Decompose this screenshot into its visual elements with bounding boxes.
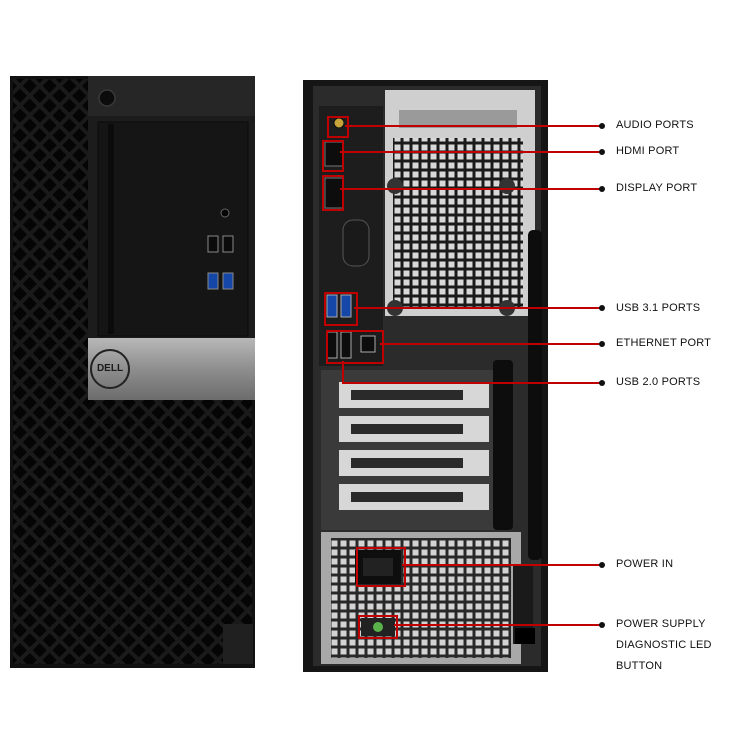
audio-callout-dot: [599, 123, 605, 129]
power-button[interactable]: [98, 89, 116, 107]
hdmi-port-label: HDMI PORT: [616, 145, 680, 157]
ethernet-port-label: ETHERNET PORT: [616, 337, 712, 349]
back-tower-image: [303, 80, 548, 672]
hdmi-port-highlight: [322, 140, 344, 172]
psu-led-callout-dot: [599, 622, 605, 628]
display-callout-line: [340, 188, 600, 190]
usb20-callout-vertical: [342, 361, 344, 383]
usb20-ports-label: USB 2.0 PORTS: [616, 376, 701, 388]
dell-logo-text: DELL: [96, 363, 124, 374]
ethernet-callout-dot: [599, 341, 605, 347]
display-port-highlight: [322, 175, 344, 211]
usb31-callout-dot: [599, 305, 605, 311]
front-audio-jack[interactable]: [220, 208, 230, 218]
power-in-callout-dot: [599, 562, 605, 568]
hdmi-callout-line: [340, 151, 600, 153]
power-in-callout-line: [402, 564, 600, 566]
usb31-callout-line: [354, 307, 600, 309]
audio-ports-highlight: [327, 116, 349, 138]
psu-led-label-line2: DIAGNOSTIC LED: [616, 639, 712, 651]
display-callout-dot: [599, 186, 605, 192]
psu-led-label-line1: POWER SUPPLY: [616, 618, 706, 630]
display-port-label: DISPLAY PORT: [616, 182, 698, 194]
audio-callout-line: [345, 125, 600, 127]
audio-ports-label: AUDIO PORTS: [616, 119, 694, 131]
power-in-label: POWER IN: [616, 558, 674, 570]
ethernet-callout-line: [380, 343, 600, 345]
psu-led-callout-line: [394, 624, 600, 626]
front-tower-image: [10, 76, 255, 668]
usb20-callout-dot: [599, 380, 605, 386]
usb20-callout-line: [342, 382, 600, 384]
power-in-highlight: [356, 547, 406, 587]
usb31-ports-highlight: [324, 292, 358, 326]
usb20-ethernet-highlight: [326, 330, 384, 364]
hdmi-callout-dot: [599, 149, 605, 155]
psu-led-label-line3: BUTTON: [616, 660, 663, 672]
usb31-ports-label: USB 3.1 PORTS: [616, 302, 701, 314]
psu-led-highlight: [358, 615, 398, 639]
